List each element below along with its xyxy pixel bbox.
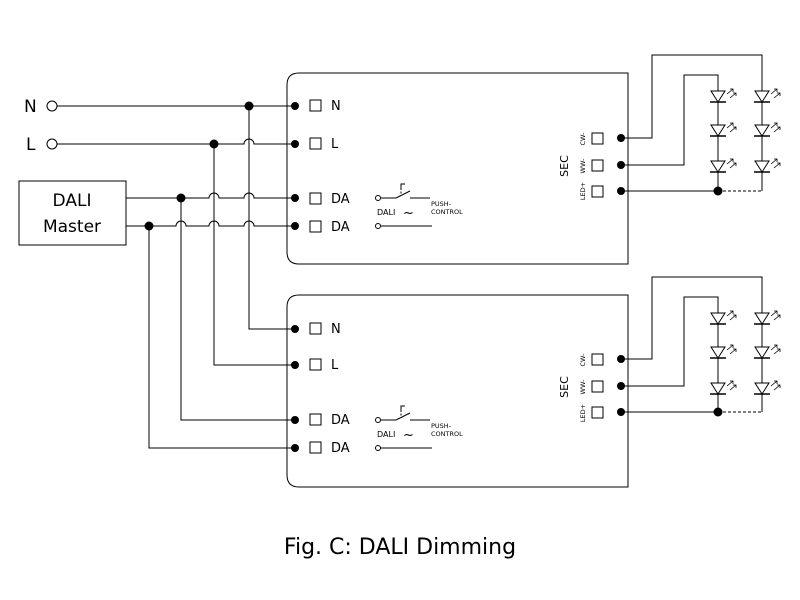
wiring xyxy=(57,54,763,449)
junction-dot xyxy=(713,186,723,196)
line-wire xyxy=(57,138,295,145)
junction-dot xyxy=(291,361,299,369)
push-control-label: PUSH- xyxy=(431,422,452,430)
dali-master-box: DALI Master xyxy=(18,180,127,246)
terminal-cw xyxy=(591,353,604,366)
dali-master-line2: Master xyxy=(43,217,101,237)
dali-switch-label: DALI xyxy=(377,430,395,439)
terminal-label-l: L xyxy=(331,358,339,373)
led-diode-icon xyxy=(754,158,781,173)
led-diode-icon xyxy=(710,380,737,395)
driver-2: N L DA DA DALI ~ PUSH- CONTROL SEC CW- W… xyxy=(286,294,629,488)
neutral-terminal xyxy=(46,100,58,112)
junction-dot xyxy=(291,102,299,110)
terminal-led-plus xyxy=(591,406,604,419)
output-label-cw: CW- xyxy=(579,132,587,146)
output-label-led-plus: LED+ xyxy=(579,404,587,422)
terminal-label-l: L xyxy=(331,137,339,152)
neutral-drop-wire xyxy=(248,106,295,330)
figure-caption: Fig. C: DALI Dimming xyxy=(283,535,517,560)
junction-dot xyxy=(617,408,625,416)
dali-master-line1: DALI xyxy=(53,191,92,211)
output-label-cw: CW- xyxy=(579,353,587,367)
terminal-da xyxy=(309,192,322,205)
line-terminal xyxy=(46,138,58,150)
led-diode-icon xyxy=(710,88,737,103)
led-diode-icon xyxy=(754,344,781,359)
terminal-label-da: DA xyxy=(331,441,350,456)
terminal-da xyxy=(309,413,322,426)
line-label: L xyxy=(26,135,36,155)
led-diode-icon xyxy=(754,88,781,103)
junction-dot xyxy=(244,101,254,111)
terminal-da xyxy=(309,220,322,233)
neutral-label: N xyxy=(24,97,37,117)
led-diode-icon xyxy=(710,122,737,137)
junction-dot xyxy=(291,194,299,202)
push-control-label: CONTROL xyxy=(431,430,463,438)
junction-dot xyxy=(144,221,154,231)
push-control-label: PUSH- xyxy=(431,200,452,208)
junction-dot xyxy=(291,325,299,333)
junction-dot xyxy=(617,134,625,142)
dali-push-switch-symbol xyxy=(375,183,432,229)
push-control-label: CONTROL xyxy=(431,208,463,216)
dali-da1-drop-wire xyxy=(180,198,295,421)
output-label-led-plus: LED+ xyxy=(579,182,587,200)
junction-dot xyxy=(617,355,625,363)
terminal-da xyxy=(309,441,322,454)
terminal-label-n: N xyxy=(331,322,341,337)
led-diode-icon xyxy=(754,380,781,395)
junction-dot xyxy=(291,444,299,452)
ac-symbol: ~ xyxy=(403,428,414,443)
terminal-ww xyxy=(591,159,604,172)
dali-push-switch-symbol xyxy=(375,405,432,451)
terminal-n xyxy=(309,322,322,335)
terminal-l xyxy=(309,137,322,150)
junction-dot xyxy=(713,407,723,417)
junction-dot xyxy=(291,222,299,230)
dali-da2-drop-wire xyxy=(148,226,295,449)
dali-da1-wire xyxy=(126,192,295,199)
ww-output-wire xyxy=(621,296,719,412)
dali-switch-label: DALI xyxy=(377,208,395,217)
led-diode-icon xyxy=(710,344,737,359)
junction-dot xyxy=(617,382,625,390)
terminal-label-da: DA xyxy=(331,413,350,428)
junction-dot xyxy=(617,187,625,195)
ww-output-wire xyxy=(621,74,719,191)
led-diode-icon xyxy=(754,122,781,137)
junction-dots xyxy=(144,101,723,452)
led-diode-icon xyxy=(754,310,781,325)
junction-dot xyxy=(176,193,186,203)
sec-label: SEC xyxy=(558,376,571,398)
driver-1: N L DA DA DALI ~ PUSH- CONTROL SEC CW- W… xyxy=(286,72,629,265)
led-diode-icon xyxy=(710,310,737,325)
output-label-ww: WW- xyxy=(579,379,587,395)
ac-symbol: ~ xyxy=(403,206,414,221)
wiring-diagram: N L DALI Master N L DA DA DALI ~ PUSH- xyxy=(18,54,781,488)
junction-dot xyxy=(617,161,625,169)
driver-2-outline xyxy=(286,294,629,488)
led-diode-icon xyxy=(710,158,737,173)
line-drop-wire xyxy=(213,144,295,366)
led-strings xyxy=(710,88,781,395)
output-label-ww: WW- xyxy=(579,158,587,174)
terminal-label-da: DA xyxy=(331,192,350,207)
terminal-n xyxy=(309,99,322,112)
terminal-label-da: DA xyxy=(331,220,350,235)
terminal-label-n: N xyxy=(331,99,341,114)
terminal-led-plus xyxy=(591,185,604,198)
junction-dot xyxy=(209,139,219,149)
junction-dot xyxy=(291,140,299,148)
terminal-l xyxy=(309,358,322,371)
driver-1-outline xyxy=(286,72,629,265)
junction-dot xyxy=(291,416,299,424)
sec-label: SEC xyxy=(558,155,571,177)
terminal-cw xyxy=(591,132,604,145)
terminal-ww xyxy=(591,380,604,393)
